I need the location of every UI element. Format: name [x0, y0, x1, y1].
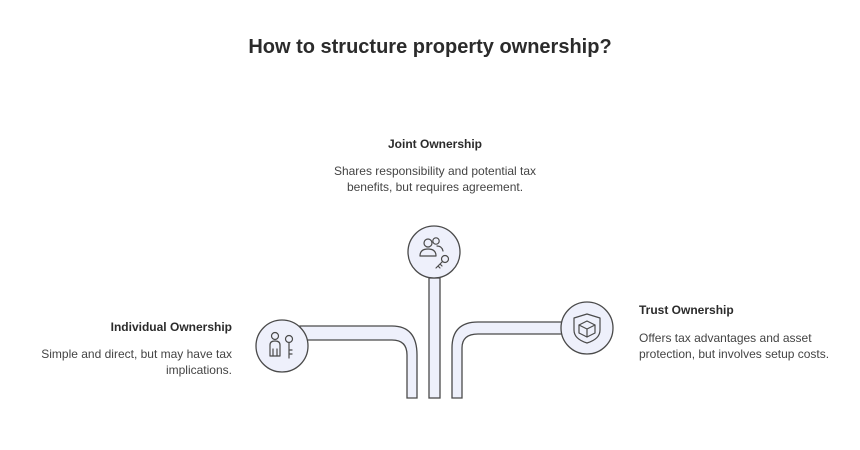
- person-key-icon: [269, 331, 294, 359]
- diagram-title: How to structure property ownership?: [248, 36, 612, 58]
- box-shield-icon: [573, 313, 601, 344]
- joint-ownership-node: [407, 225, 461, 279]
- individual-ownership-description: Simple and direct, but may have tax impl…: [41, 347, 232, 377]
- trust-connector: [451, 321, 573, 399]
- joint-connector: [428, 277, 441, 399]
- trust-ownership-description: Offers tax advantages and asset protecti…: [639, 331, 830, 361]
- individual-connector: [299, 325, 418, 399]
- trust-ownership-title: Trust Ownership: [639, 303, 734, 317]
- individual-ownership-title: Individual Ownership: [110, 320, 232, 334]
- joint-ownership-title: Joint Ownership: [387, 137, 482, 151]
- people-key-icon: [419, 237, 450, 269]
- joint-ownership-description: Shares responsibility and potential tax …: [333, 164, 537, 194]
- trust-ownership-node: [560, 301, 614, 355]
- individual-ownership-node: [255, 319, 309, 373]
